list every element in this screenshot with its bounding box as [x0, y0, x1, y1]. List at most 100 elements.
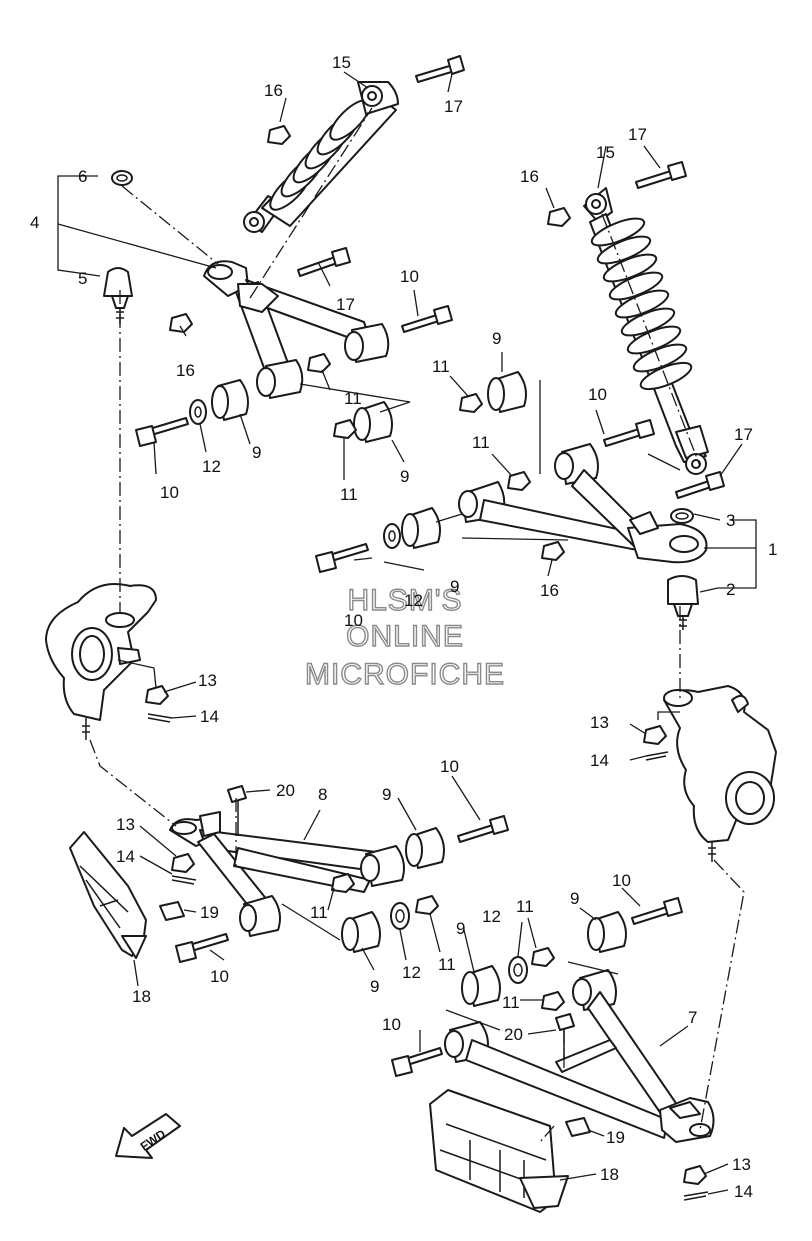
nut-shock-top-right: [547, 207, 571, 227]
nut-lower-right-a: [531, 947, 555, 967]
nut-lower-left-b: [415, 895, 439, 915]
callout-11c: 11: [432, 357, 450, 376]
callout-1: 1: [768, 540, 777, 559]
callout-14b: 14: [590, 751, 609, 770]
bolt-upper-arm-right-front: [315, 543, 369, 573]
callout-13a: 13: [198, 671, 217, 690]
castle-nut-right: [643, 725, 667, 745]
callout-20a: 20: [276, 781, 295, 800]
callout-13b: 13: [590, 713, 609, 732]
callout-18a: 18: [132, 987, 151, 1006]
arm-guard-right: [429, 1089, 569, 1213]
callout-9e: 9: [382, 785, 391, 804]
cotter-pin-lower-left: [171, 875, 197, 885]
circlip-left: [111, 170, 133, 186]
washer-lower-right: [508, 956, 528, 984]
bushing-lower-right-b: [461, 965, 501, 1007]
bushing-upper-left-b: [353, 401, 393, 443]
nut-upper-left-a: [307, 353, 331, 373]
callout-13c: 13: [116, 815, 135, 834]
nut-shock-lower-right: [541, 541, 565, 561]
callout-16c: 16: [520, 167, 539, 186]
bolt-lower-arm-left-front: [175, 933, 229, 963]
bushing-lower-left-b: [341, 911, 381, 953]
callout-9g: 9: [456, 919, 465, 938]
castle-nut-lower-right: [683, 1165, 707, 1185]
callout-10g: 10: [612, 871, 631, 890]
nut-upper-left-b: [333, 419, 357, 439]
bolt-shock-top-right: [635, 161, 687, 189]
nut-shock-top-left: [267, 125, 291, 145]
forward-direction-badge: FWD: [115, 1113, 181, 1159]
bolt-upper-arm-left-rear: [401, 305, 453, 333]
ball-joint-right: [667, 575, 699, 630]
callout-4: 4: [30, 213, 39, 232]
upper-arm-right: [458, 443, 708, 564]
callout-11b: 11: [340, 485, 358, 504]
callout-10d: 10: [344, 611, 363, 630]
bolt-guard-left: [227, 785, 247, 836]
bolt-guard-right: [555, 1013, 575, 1058]
watermark: HLSM'S ONLINE MICROFICHE: [304, 583, 505, 691]
callout-9h: 9: [570, 889, 579, 908]
bushing-lower-left-a: [405, 827, 445, 869]
callout-15a: 15: [332, 53, 351, 72]
callout-10c: 10: [588, 385, 607, 404]
callout-9a: 9: [252, 443, 261, 462]
callout-12b: 12: [404, 591, 423, 610]
washer-lower-left: [390, 902, 410, 930]
bolt-lower-arm-left-rear: [457, 815, 509, 843]
callout-8: 8: [318, 785, 327, 804]
callout-17c: 17: [628, 125, 647, 144]
callout-11a: 11: [344, 389, 362, 408]
callout-3: 3: [726, 511, 735, 530]
lower-arm-right: [444, 969, 715, 1143]
arm-guard-left: [69, 831, 147, 959]
bolt-lower-arm-right-rear: [631, 897, 683, 925]
clip-nut-left: [159, 901, 185, 921]
shock-absorber-right: [583, 187, 709, 475]
steering-knuckle-left: [45, 583, 157, 740]
ball-joint-left: [103, 267, 133, 324]
leader-lines: [57, 71, 757, 1195]
circlip-right: [670, 508, 694, 524]
callout-labels: 1 2 3 4 5 6 7 8 9 9 9 9 9 9 9 9 10 10 10…: [30, 53, 777, 1201]
callout-9b: 9: [400, 467, 409, 486]
watermark-line-3: MICROFICHE: [305, 658, 505, 691]
callout-16d: 16: [540, 581, 559, 600]
callout-13d: 13: [732, 1155, 751, 1174]
nut-upper-right-b: [507, 471, 531, 491]
callout-17b: 17: [336, 295, 355, 314]
shock-spring-left: [269, 99, 371, 211]
callout-11e: 11: [310, 903, 328, 922]
shock-absorber-left: [243, 81, 399, 233]
nut-upper-right-a: [459, 393, 483, 413]
bolt-shock-lower-left: [297, 247, 351, 277]
callout-14a: 14: [200, 707, 219, 726]
callout-11d: 11: [472, 433, 490, 452]
callout-2: 2: [726, 580, 735, 599]
callout-19b: 19: [606, 1128, 625, 1147]
bolt-lower-arm-right-front: [391, 1047, 443, 1077]
callout-17a: 17: [444, 97, 463, 116]
callout-17d: 17: [734, 425, 753, 444]
callout-12d: 12: [482, 907, 501, 926]
watermark-line-1: HLSM'S: [347, 584, 462, 617]
clip-nut-right: [565, 1117, 591, 1137]
callout-14d: 14: [734, 1182, 753, 1201]
watermark-line-2: ONLINE: [346, 620, 464, 653]
callout-9d: 9: [450, 577, 459, 596]
callout-9f: 9: [370, 977, 379, 996]
cotter-pin-lower-right: [683, 1191, 709, 1201]
nut-lower-right-b: [541, 991, 565, 1011]
callout-15b: 15: [596, 143, 615, 162]
bushing-upper-right-a: [487, 371, 527, 413]
washer-upper-right: [383, 523, 401, 549]
callout-11f: 11: [438, 955, 456, 974]
callout-10e: 10: [440, 757, 459, 776]
bushing-upper-left-a: [211, 379, 249, 421]
cotter-pin-right: [645, 751, 669, 761]
callout-16b: 16: [176, 361, 195, 380]
nut-lower-left-a: [331, 873, 355, 893]
bushing-lower-right-a: [587, 911, 627, 953]
